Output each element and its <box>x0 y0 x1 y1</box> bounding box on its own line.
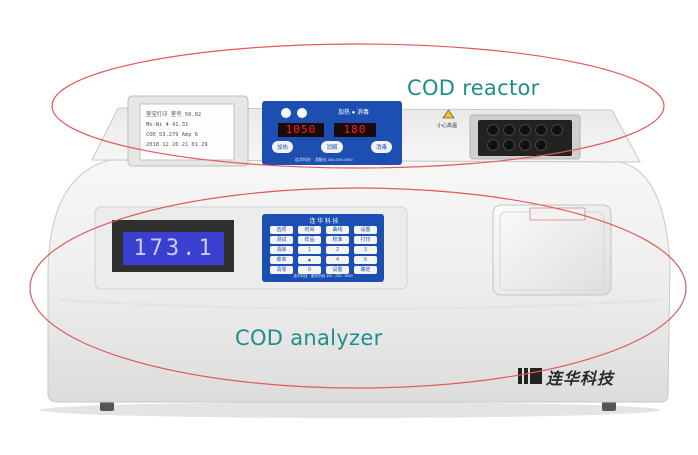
foot-left <box>100 402 114 411</box>
reactor-buttons: 加热 消解 消毒 <box>272 141 392 153</box>
well <box>487 124 499 136</box>
reactor-display-header: 加热 ● 消毒 <box>338 110 369 116</box>
logo-mark-bar1 <box>518 368 522 384</box>
printer-line: 室宝打印 室号 50.02 <box>146 112 202 118</box>
printer-line: COD 53.279 Amp 6 <box>146 132 198 138</box>
lid-warning-label <box>529 207 586 221</box>
reactor-warning-text: 小心高温 <box>437 123 458 129</box>
reactor-brand-line: 连华科技 · 消解仪 400-000-0000 <box>295 157 353 162</box>
keypad-key[interactable]: 校准 <box>326 236 349 244</box>
keypad-key[interactable]: 打印 <box>354 236 377 244</box>
up-arrow-icon[interactable] <box>281 108 291 118</box>
logo-mark-bar2 <box>524 368 528 384</box>
reactor-led-left-value: 1050 <box>285 123 317 136</box>
heat-button[interactable]: 加热 <box>272 141 294 153</box>
keypad-key[interactable]: 选项 <box>270 226 293 234</box>
keypad-key[interactable]: 菜单 <box>270 256 293 264</box>
well <box>519 124 531 136</box>
reactor-led-right-value: 180 <box>343 123 367 136</box>
well <box>487 139 499 151</box>
keypad-key[interactable]: ▲ <box>298 256 321 264</box>
keypad-key[interactable]: 2 <box>326 246 349 254</box>
brand-logo: 连华科技 <box>546 371 615 388</box>
heating-wells <box>487 124 565 151</box>
well <box>551 124 563 136</box>
keypad-key[interactable]: 样品 <box>298 236 321 244</box>
printer-line: Mn-Ni 4 41.31 <box>146 122 189 128</box>
well <box>519 139 531 151</box>
keypad-grid: 选项 时间 曲线 设置 测试 样品 校准 打印 清除 1 2 3 菜单 ▲ 4 … <box>270 226 378 274</box>
printer-text: 室宝打印 室号 50.02 Mn-Ni 4 41.31 COD 53.279 A… <box>146 110 232 150</box>
well <box>535 124 547 136</box>
analyzer-label: COD analyzer <box>235 326 383 350</box>
keypad-key[interactable]: 3 <box>354 246 377 254</box>
keypad-key[interactable]: 设置 <box>326 266 349 274</box>
well <box>535 139 547 151</box>
keypad-key[interactable]: 设置 <box>354 226 377 234</box>
keypad-key[interactable]: 5 <box>354 256 377 264</box>
keypad-key[interactable]: 1 <box>298 246 321 254</box>
keypad-footer: 连华科技 · 服务热线 400 - 000 - 0000 <box>293 274 353 278</box>
keypad-key[interactable]: 清零 <box>270 266 293 274</box>
lcd-value: 173.1 <box>133 236 215 261</box>
keypad-key[interactable]: 确定 <box>354 266 377 274</box>
keypad-key[interactable]: 4 <box>326 256 349 264</box>
keypad-key[interactable]: 清除 <box>270 246 293 254</box>
reactor-label: COD reactor <box>407 76 540 100</box>
keypad-key[interactable]: 测试 <box>270 236 293 244</box>
base-shadow <box>40 402 660 418</box>
down-arrow-icon[interactable] <box>297 108 307 118</box>
logo-mark-block <box>530 368 542 384</box>
keypad-key[interactable]: 时间 <box>298 226 321 234</box>
well <box>503 139 515 151</box>
keypad-key[interactable]: 0 <box>298 266 321 274</box>
well <box>503 124 515 136</box>
keypad-key[interactable]: 曲线 <box>326 226 349 234</box>
foot-right <box>602 402 616 411</box>
keypad-header: 连 华 科 技 <box>309 219 339 225</box>
printer-line: 2018 12 26 21 01 29 <box>146 142 208 148</box>
sterilize-button[interactable]: 消毒 <box>370 141 392 153</box>
digest-button[interactable]: 消解 <box>321 141 343 153</box>
